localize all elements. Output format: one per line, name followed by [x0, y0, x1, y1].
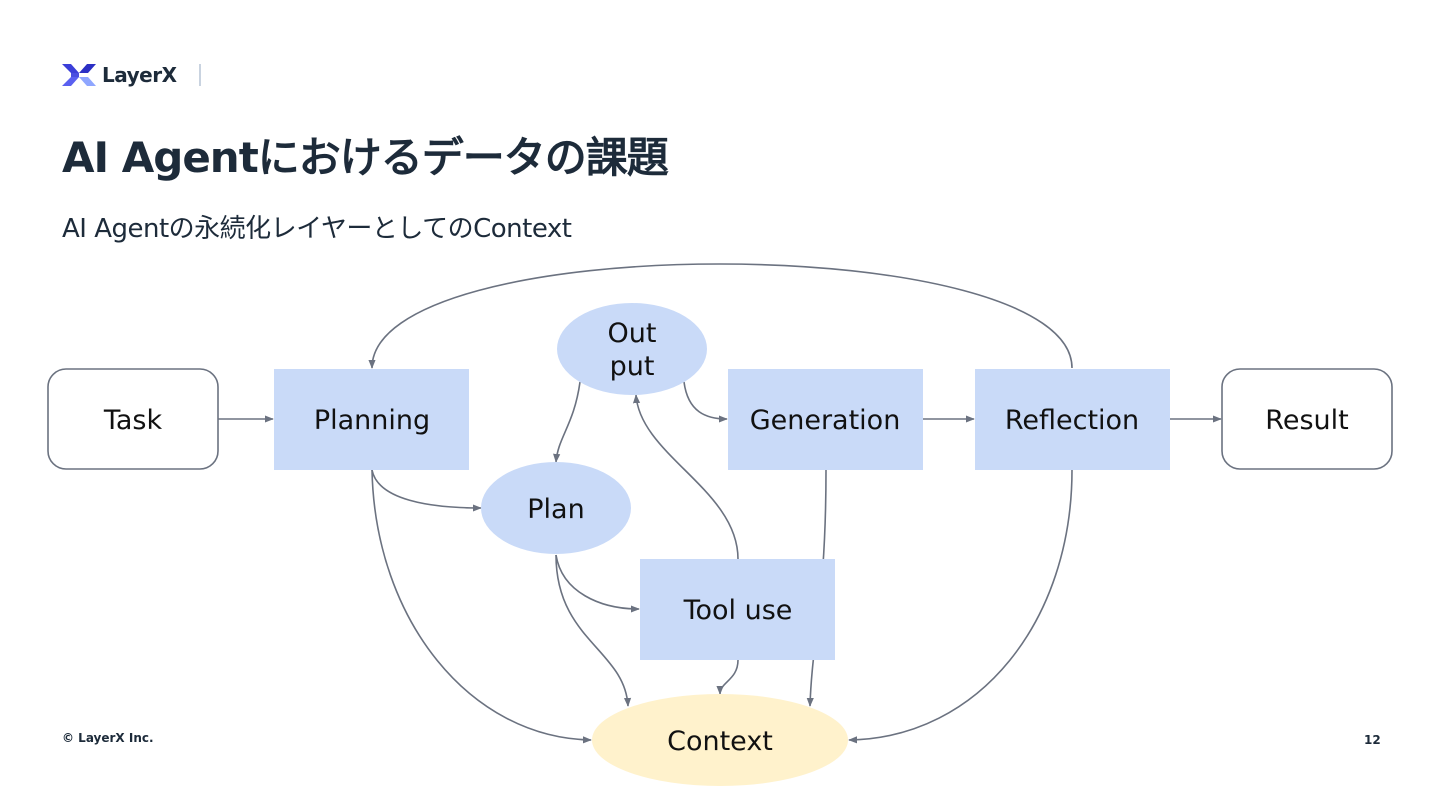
- edge-output-generation: [683, 381, 728, 423]
- node-context: Context: [592, 694, 848, 786]
- node-context-label: Context: [667, 726, 773, 757]
- header-divider: [199, 64, 201, 86]
- logo: LayerX: [62, 60, 177, 90]
- node-reflection-label: Reflection: [1005, 405, 1139, 436]
- node-output-label-line1: Out: [608, 318, 657, 349]
- edge-tooluse-context: [716, 659, 739, 695]
- edge-plan-context: [555, 554, 632, 707]
- node-result-label: Result: [1265, 405, 1348, 436]
- edge-reflection-context: [848, 469, 1073, 744]
- node-output-label-line2: put: [610, 351, 655, 382]
- node-plan: Plan: [481, 462, 631, 554]
- node-task-label: Task: [103, 405, 163, 436]
- edge-reflection-planning: [368, 263, 1073, 369]
- page-subtitle: AI Agentの永続化レイヤーとしてのContext: [62, 214, 572, 244]
- node-reflection: Reflection: [975, 369, 1170, 470]
- node-tool-use-label: Tool use: [683, 595, 793, 626]
- edge-planning-context: [371, 469, 592, 744]
- edge-output-plan: [553, 381, 581, 463]
- footer-copyright: © LayerX Inc.: [62, 731, 154, 745]
- node-planning: Planning: [274, 369, 469, 470]
- logo-text: LayerX: [102, 63, 177, 87]
- layerx-logo-icon: [62, 64, 96, 86]
- node-task: Task: [47, 368, 219, 470]
- node-planning-label: Planning: [314, 405, 430, 436]
- node-tool-use: Tool use: [640, 559, 835, 660]
- edge-tooluse-output: [632, 394, 739, 560]
- node-generation: Generation: [728, 369, 923, 470]
- node-generation-label: Generation: [750, 405, 901, 436]
- edge-planning-plan: [371, 469, 482, 512]
- node-plan-label: Plan: [527, 494, 584, 525]
- node-output: Out put: [557, 303, 707, 395]
- edge-plan-tooluse: [555, 554, 640, 613]
- page-number: 12: [1364, 733, 1381, 747]
- page-title: AI Agentにおけるデータの課題: [62, 133, 669, 182]
- node-result: Result: [1221, 368, 1393, 470]
